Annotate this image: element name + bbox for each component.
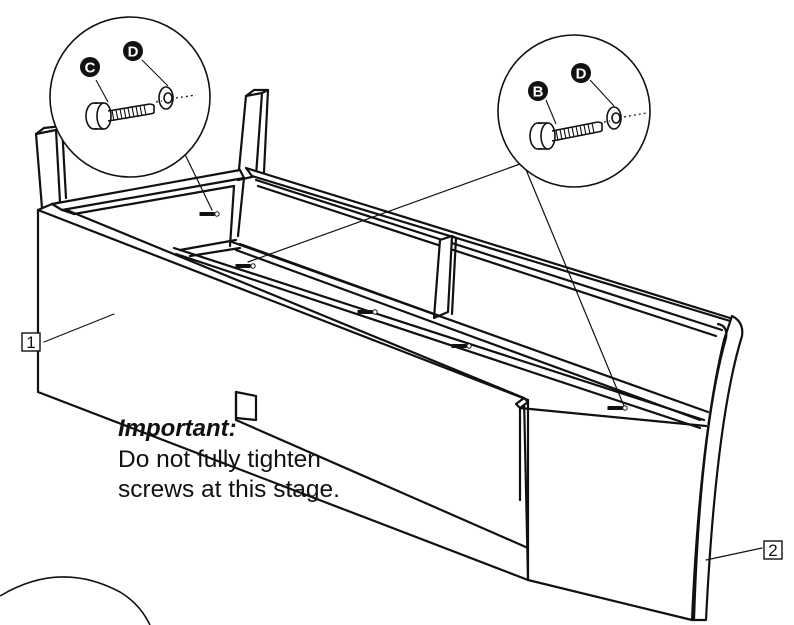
letter-c-badge: C (80, 57, 100, 77)
screw-mark (235, 263, 256, 269)
svg-text:B: B (533, 84, 544, 101)
backrest-post-left (236, 88, 270, 182)
note-line-1: Do not fully tighten (118, 446, 321, 474)
seat-frame-rails (172, 238, 710, 430)
letter-d-badge: D (123, 41, 143, 61)
under-frame (234, 390, 530, 550)
bolt-b-icon (529, 121, 603, 150)
part-label-2: 2 (763, 540, 783, 560)
screw-mark (199, 211, 220, 217)
svg-text:D: D (576, 66, 587, 83)
letter-b-badge: B (528, 81, 548, 101)
svg-text:1: 1 (26, 333, 35, 352)
callout-leaders (43, 143, 763, 561)
frame-screws (199, 211, 628, 411)
screw-mark (357, 309, 378, 315)
screw-mark (451, 343, 472, 349)
note-title: Important: (118, 415, 237, 442)
callout-detail-left: C D (49, 16, 211, 178)
washer-d-icon (606, 106, 622, 130)
note-line-2: screws at this stage. (118, 476, 340, 504)
side-panel-part-2 (518, 314, 744, 622)
washer-d-icon (158, 86, 174, 110)
backrest-top-rail (244, 166, 742, 338)
left-frame (50, 168, 246, 248)
callout-detail-right: B D (497, 34, 651, 188)
front-panel-inner-edge (514, 396, 530, 502)
screw-mark (607, 405, 628, 411)
letter-d-badge: D (571, 63, 591, 83)
assembly-note: Important: Do not fully tighten screws a… (118, 414, 340, 505)
part-label-1: 1 (21, 332, 41, 352)
bolt-c-icon (85, 102, 155, 130)
next-step-callout-edge (0, 576, 151, 625)
svg-text:D: D (128, 44, 139, 61)
svg-text:2: 2 (768, 541, 777, 560)
front-panel-part-1 (36, 202, 530, 582)
svg-text:C: C (85, 60, 96, 77)
backrest-divider (432, 234, 458, 320)
